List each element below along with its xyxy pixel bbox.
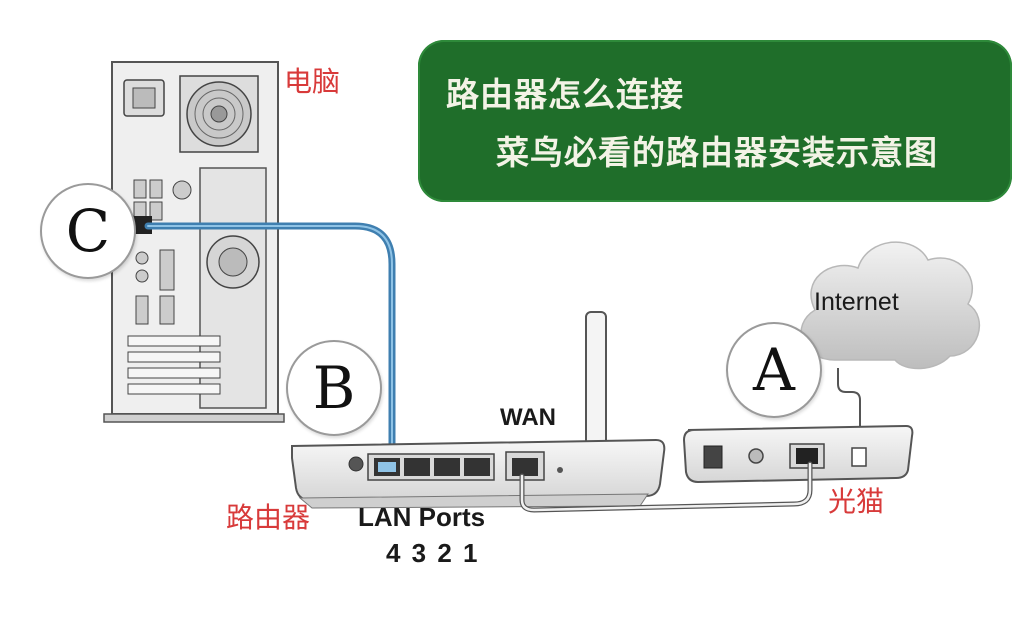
fan-icon xyxy=(179,75,259,153)
lan-ports-label: LAN Ports xyxy=(358,502,486,532)
banner-title: 路由器怎么连接 xyxy=(446,75,684,114)
marker-a: A xyxy=(726,322,822,418)
marker-a-letter: A xyxy=(753,336,795,404)
internet-line xyxy=(837,368,861,452)
wan-label: WAN xyxy=(500,404,556,431)
computer-tower xyxy=(103,61,285,423)
computer-label: 电脑 xyxy=(284,65,341,98)
modem-label: 光猫 xyxy=(828,485,885,518)
banner-subtitle: 菜鸟必看的路由器安装示意图 xyxy=(496,133,938,172)
marker-c: C xyxy=(40,183,136,279)
marker-b-letter: B xyxy=(312,354,356,422)
modem-body xyxy=(682,424,914,484)
internet-label: Internet xyxy=(814,288,899,316)
router-label: 路由器 xyxy=(226,501,311,534)
port-numbers-label: 4 3 2 1 xyxy=(386,538,480,568)
internet-cloud-icon xyxy=(800,241,980,370)
title-banner: 路由器怎么连接 菜鸟必看的路由器安装示意图 xyxy=(418,40,1012,202)
router-body xyxy=(291,438,666,509)
marker-b: B xyxy=(286,340,382,436)
marker-c-letter: C xyxy=(65,197,111,265)
